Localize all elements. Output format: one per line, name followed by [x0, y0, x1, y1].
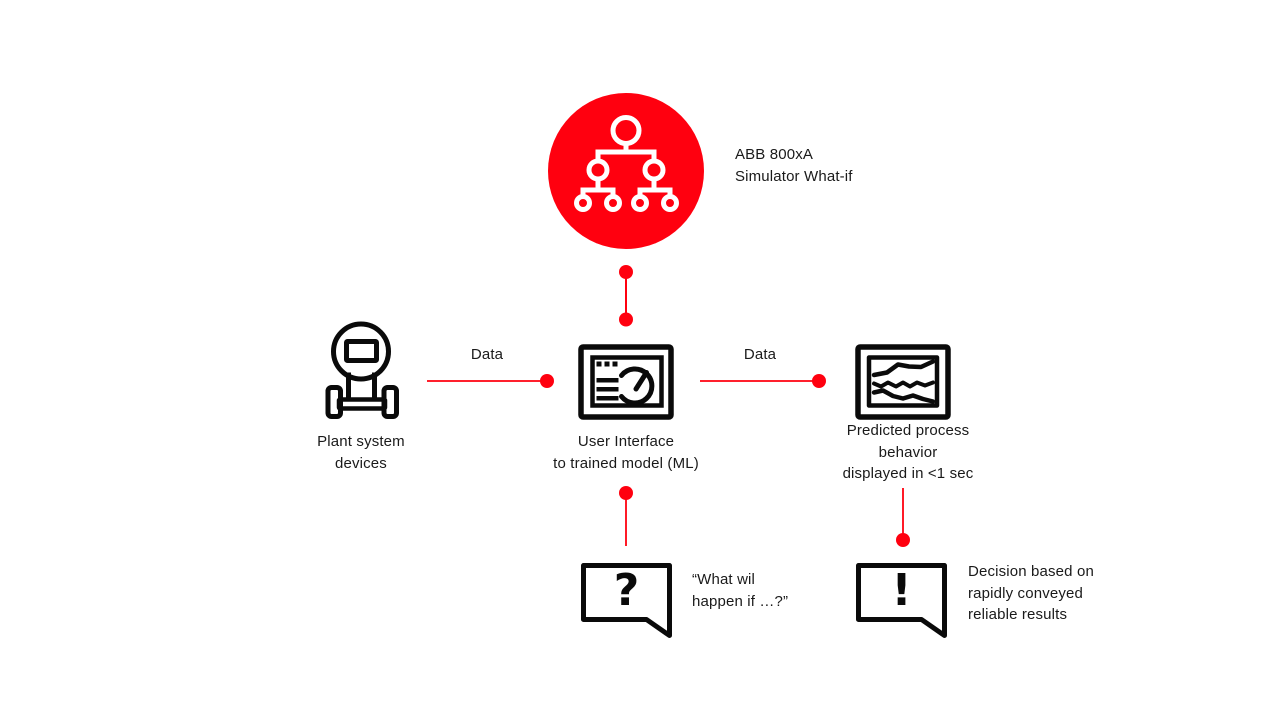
data-flow-label-right: Data — [743, 346, 777, 363]
decision-label: Decision based on rapidly conveyed relia… — [968, 563, 1094, 623]
exclamation-mark-glyph: ! — [891, 565, 912, 616]
plant-devices-label: Plant system devices — [317, 433, 405, 472]
connector-simulator-ui — [619, 265, 633, 327]
dashboard-gauge-icon — [578, 344, 674, 420]
org-chart-icon — [574, 115, 679, 212]
connector-plant-ui — [427, 374, 554, 388]
data-flow-label-left: Data — [470, 346, 504, 363]
connector-predicted-decision — [896, 488, 910, 547]
connector-ui-predicted — [700, 374, 826, 388]
question-mark-glyph: ? — [613, 565, 640, 616]
trend-monitor-icon — [855, 344, 951, 420]
predicted-behavior-label: Predicted process behavior displayed in … — [842, 422, 974, 482]
connector-question-ui — [619, 486, 633, 546]
user-interface-label: User Interface to trained model (ML) — [553, 433, 699, 472]
what-if-question-label: “What wil happen if …?” — [692, 571, 789, 610]
simulator-node — [548, 93, 704, 249]
speech-bubble-exclamation-icon — [856, 563, 947, 638]
simulator-node-label: ABB 800xA Simulator What-if — [735, 146, 853, 185]
plant-device-icon — [325, 321, 399, 419]
speech-bubble-question-icon — [581, 563, 672, 638]
